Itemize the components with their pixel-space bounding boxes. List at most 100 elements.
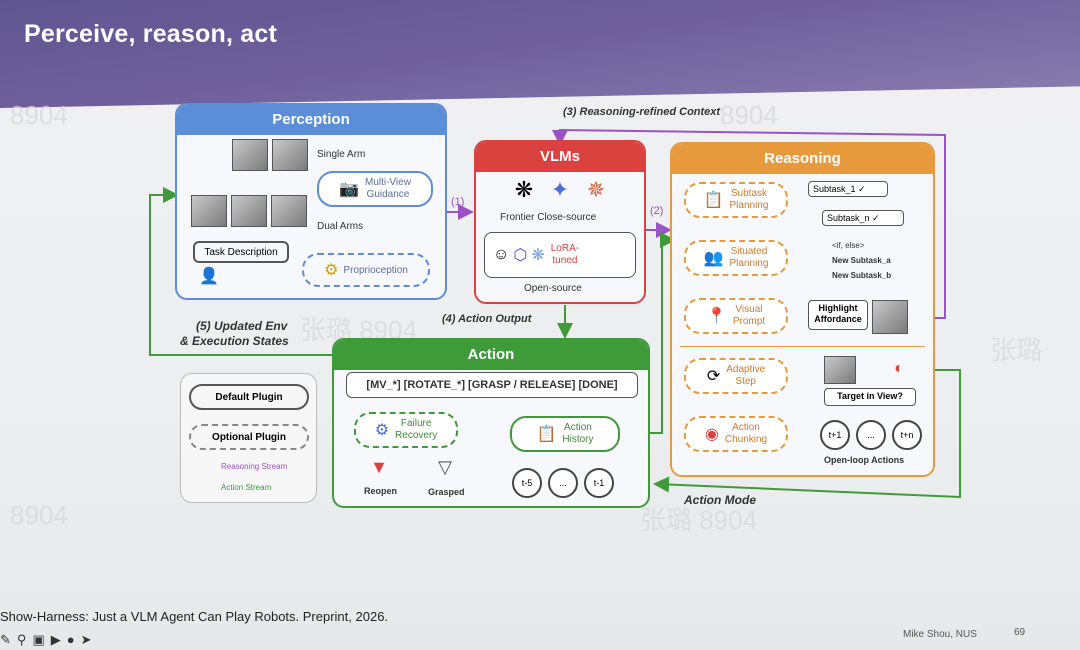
action-chunking-icon: ◉ xyxy=(704,426,719,443)
gemini-icon: ✦ xyxy=(550,177,570,202)
visual-prompt-label-1: Visual xyxy=(735,304,763,315)
subtask-n-label: Subtask_n xyxy=(827,213,870,223)
situated-planning-label-2: Planning xyxy=(729,258,769,269)
perception-header: Perception xyxy=(177,105,445,135)
video-icon[interactable]: ▶ xyxy=(50,632,61,647)
t-plus-n-label: t+n xyxy=(900,430,914,440)
multi-view-guidance: 📷 Multi-View Guidance xyxy=(317,171,433,207)
person-icon: 👤 xyxy=(199,268,219,285)
situated-planning-icon: 👥 xyxy=(703,250,724,267)
robot-arm-icon: ⚙ xyxy=(324,262,339,279)
gripper-open-icon: ▼ xyxy=(370,456,388,477)
t-plus-n-node: t+n xyxy=(892,420,922,450)
deepseek-icon: ❋ xyxy=(531,247,545,264)
situated-planning-label-1: Situated xyxy=(730,246,768,257)
openai-icon: ❋ xyxy=(514,177,534,202)
history-icon: 📋 xyxy=(536,426,557,443)
author: Mike Shou, NUS xyxy=(903,629,977,640)
lora-label-1: LoRA- xyxy=(550,243,580,254)
citation: Show-Harness: Just a VLM Agent Can Play … xyxy=(0,609,389,624)
t-plus-1-node: t+1 xyxy=(820,420,850,450)
watermark: 张璐 8904 xyxy=(640,505,758,535)
single-arm-view-2 xyxy=(272,139,308,171)
adaptive-step-icon: ⟳ xyxy=(706,368,721,385)
optional-plugin-label: Optional Plugin xyxy=(212,431,286,443)
next-icon[interactable]: ➤ xyxy=(80,632,92,647)
grasped-label: Grasped xyxy=(428,487,465,497)
open-source-label: Open-source xyxy=(524,283,582,294)
default-plugin-label: Default Plugin xyxy=(215,391,283,403)
slide-title: Perceive, reason, act xyxy=(24,20,277,48)
adaptive-step-label-2: Step xyxy=(735,376,756,387)
multi-view-label-2: Guidance xyxy=(366,189,410,200)
t-minus-5-node: t-5 xyxy=(512,468,542,498)
new-subtask-a-label: New Subtask_a xyxy=(832,256,891,265)
proprioception-box: ⚙ Proprioception xyxy=(302,253,430,287)
arrow-5-label-2: & Execution States xyxy=(180,334,289,348)
task-description-label: Task Description xyxy=(204,246,278,258)
dual-arm-view-2 xyxy=(231,195,267,227)
page-number: 69 xyxy=(1014,627,1026,638)
arrow-2-label: (2) xyxy=(650,205,664,217)
action-commands-box: [MV_*] [ROTATE_*] [GRASP / RELEASE] [DON… xyxy=(346,372,638,398)
failure-recovery-label-2: Recovery xyxy=(395,430,438,441)
more-icon[interactable]: ● xyxy=(66,632,75,647)
dual-arm-view-3 xyxy=(271,195,307,227)
ellipsis-label: ... xyxy=(867,430,875,440)
affordance-label: Affordance xyxy=(814,314,862,324)
watermark: 8904 xyxy=(720,100,778,130)
gauge-icon: ◐ xyxy=(894,360,904,377)
perception-panel: Perception Single Arm 📷 Multi-View Guida… xyxy=(175,103,447,300)
t-plus-1-label: t+1 xyxy=(828,430,842,440)
subtask-1-label: Subtask_1 xyxy=(813,184,856,194)
action-mode-label: Action Mode xyxy=(684,493,756,507)
subtask-n-card: Subtask_n ✓ xyxy=(822,210,904,226)
subtask-planning-label-2: Planning xyxy=(729,200,769,211)
reasoning-header: Reasoning xyxy=(672,144,933,174)
arrow-1-label: (1) xyxy=(451,196,465,208)
qwen-icon: ⬡ xyxy=(513,247,528,264)
highlight-label: Highlight xyxy=(818,303,858,313)
if-else-label: <if, else> xyxy=(832,241,865,250)
action-chunking-label-2: Chunking xyxy=(724,434,768,445)
watermark: 8904 xyxy=(10,100,68,130)
search-icon[interactable]: ⚲ xyxy=(16,632,27,647)
t-minus-1-label: t-1 xyxy=(593,478,605,488)
action-ellipsis-label: ... xyxy=(559,478,567,488)
subtitles-icon[interactable]: ▣ xyxy=(32,632,45,647)
action-history-label-1: Action xyxy=(564,422,592,433)
open-loop-actions-label: Open-loop Actions xyxy=(824,455,905,465)
watermark: 张璐 xyxy=(990,335,1043,365)
reasoning-divider xyxy=(680,346,925,347)
reasoning-stream-label: Reasoning Stream xyxy=(221,462,288,471)
legend-default-plugin: Default Plugin xyxy=(189,384,309,410)
reopen-label: Reopen xyxy=(364,486,398,496)
visual-prompt-label-2: Prompt xyxy=(732,316,766,327)
action-header: Action xyxy=(334,340,648,370)
multi-view-label-1: Multi-View xyxy=(364,177,411,188)
arrow-3-label: (3) Reasoning-refined Context xyxy=(563,106,721,118)
open-source-box: ☺ ⬡ ❋ LoRA- tuned xyxy=(484,232,636,278)
t-minus-5-label: t-5 xyxy=(521,478,533,488)
action-history-label-2: History xyxy=(562,434,594,445)
presenter-toolbar: ✎ ⚲ ▣ ▶ ● ➤ xyxy=(0,632,92,650)
map-pin-icon: 📍 xyxy=(706,308,727,325)
watermark: 8904 xyxy=(10,500,68,530)
action-stream-label: Action Stream xyxy=(221,483,272,492)
llama-icon: ☺ xyxy=(493,246,510,263)
dual-arm-view-1 xyxy=(191,195,227,227)
vlms-header: VLMs xyxy=(476,142,644,172)
pen-icon[interactable]: ✎ xyxy=(0,632,11,647)
dual-arms-label: Dual Arms xyxy=(317,221,364,232)
task-description-box: Task Description xyxy=(193,241,289,263)
subtask-planning-label-1: Subtask xyxy=(730,188,768,199)
t-minus-1-node: t-1 xyxy=(584,468,614,498)
title-bar xyxy=(0,0,1080,108)
action-commands-label: [MV_*] [ROTATE_*] [GRASP / RELEASE] [DON… xyxy=(366,379,618,391)
